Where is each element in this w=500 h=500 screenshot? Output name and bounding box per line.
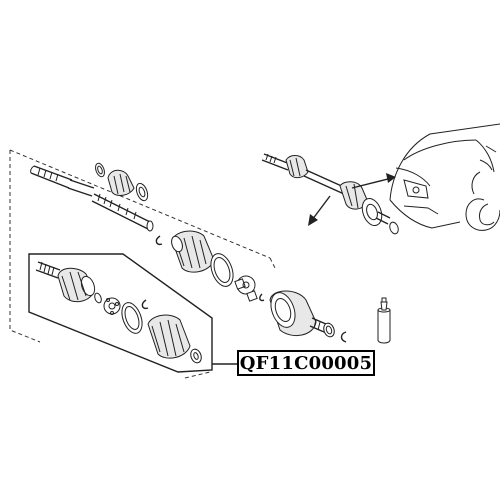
inner-boot-small bbox=[107, 169, 135, 196]
clamp-ring-2 bbox=[135, 182, 149, 202]
outer-cv-joint bbox=[35, 261, 96, 303]
car-drive-shaft bbox=[261, 153, 399, 235]
grease-tube bbox=[377, 297, 391, 344]
inner-cv-housing bbox=[269, 290, 327, 337]
outer-clamp-ring bbox=[121, 302, 143, 334]
circlip-tripod bbox=[259, 293, 265, 302]
main-shaft bbox=[30, 165, 154, 232]
clamp-ring-1 bbox=[95, 162, 105, 178]
location-arrow-down bbox=[308, 195, 331, 226]
car-front-inset bbox=[389, 123, 500, 231]
outer-cv-boot bbox=[147, 314, 191, 359]
location-arrow-to-car bbox=[351, 173, 396, 189]
oil-seal-ring bbox=[323, 322, 335, 338]
circlip-middle bbox=[155, 235, 163, 246]
assembly-dashed-outline bbox=[9, 149, 271, 379]
outer-bearing-cage bbox=[103, 297, 121, 315]
clamp-ring-large bbox=[210, 253, 234, 287]
tripod-joint bbox=[234, 275, 258, 302]
part-number-label: QF11C00005 bbox=[237, 350, 375, 376]
outer-boot-large bbox=[171, 230, 215, 273]
outer-kit-circlip bbox=[141, 299, 149, 310]
snap-ring bbox=[340, 331, 347, 343]
outer-cv-kit-frame bbox=[28, 253, 213, 373]
outer-clamp-small bbox=[94, 292, 102, 304]
assembly-dashed-outline-lower bbox=[269, 257, 276, 269]
outer-boot-clamp bbox=[190, 348, 202, 364]
